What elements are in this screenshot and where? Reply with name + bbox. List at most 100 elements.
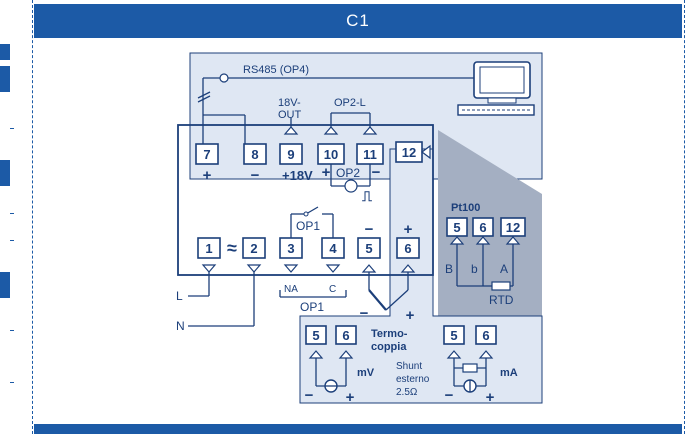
shunt-label-line1: Shunt — [396, 361, 422, 372]
shunt-label-line3: 2.5Ω — [396, 387, 418, 398]
side-tick — [10, 330, 14, 331]
op2l-label: OP2-L — [334, 97, 366, 109]
op1-label: OP1 — [300, 300, 324, 314]
pt100-a-label: A — [500, 262, 508, 276]
pulse-icon: ⎍ — [362, 188, 372, 204]
terminal-4-label: 4 — [329, 241, 337, 256]
terminal-12-label: 12 — [402, 145, 416, 160]
page-title: C1 — [346, 11, 370, 30]
page-frame — [32, 0, 685, 434]
terminal-arrow — [283, 126, 299, 135]
terminal-11-label: 11 — [363, 147, 377, 162]
terminal-arrow — [201, 264, 217, 273]
shunt-resistor-icon — [462, 363, 478, 373]
line-n-label: N — [176, 319, 185, 333]
pt100-terminal-6 — [472, 217, 494, 237]
terminal-arrow — [362, 126, 378, 135]
terminal-9 — [279, 143, 303, 165]
ma-unit-label: mA — [500, 367, 518, 379]
plus-sign: + — [203, 167, 212, 184]
minus-sign: − — [360, 305, 369, 322]
pt100-title: Pt100 — [451, 202, 480, 214]
na-label: NA — [284, 284, 298, 295]
terminal-2-label: 2 — [250, 241, 257, 256]
terminal-7-label: 7 — [203, 147, 210, 162]
minus-sign: − — [251, 167, 260, 184]
plus-sign: + — [404, 221, 413, 238]
terminal-3 — [279, 237, 303, 259]
shunt-label-line2: esterno — [396, 374, 430, 385]
terminal-arrow — [323, 126, 339, 135]
terminal-6-label: 6 — [404, 241, 411, 256]
controller-body — [177, 124, 434, 276]
mv-terminal-5 — [305, 325, 327, 345]
mv-terminal-6 — [335, 325, 357, 345]
plus-sign: + — [346, 389, 355, 406]
side-tab-1 — [0, 44, 10, 60]
pt100-terminal-12-label: 12 — [506, 220, 520, 235]
pt100-terminal-6-label: 6 — [479, 220, 486, 235]
terminal-9-label: 9 — [287, 147, 294, 162]
line-l-label: L — [176, 289, 183, 303]
terminal-1-label: 1 — [205, 241, 212, 256]
op1-relay-label: OP1 — [296, 219, 320, 233]
ma-terminal-5-label: 5 — [450, 328, 457, 343]
side-tick — [10, 382, 14, 383]
plus-sign: + — [486, 389, 495, 406]
side-tick — [10, 213, 14, 214]
terminal-2 — [242, 237, 266, 259]
out18-label-line1: 18V- — [278, 97, 301, 109]
terminal-4 — [321, 237, 345, 259]
mv-terminal-6-label: 6 — [342, 328, 349, 343]
terminal-1 — [197, 237, 221, 259]
bus-connector-icon — [219, 73, 229, 83]
terminal-8-label: 8 — [251, 147, 258, 162]
mv-unit-label: mV — [357, 367, 375, 379]
plus-sign: + — [322, 164, 331, 181]
terminal-arrow — [325, 264, 341, 273]
ac-symbol: ≈ — [227, 238, 237, 258]
pt100-terminal-5 — [446, 217, 468, 237]
terminal-arrow — [421, 144, 431, 160]
ma-terminal-6 — [475, 325, 497, 345]
ma-terminal-6-label: 6 — [482, 328, 489, 343]
terminal-8 — [243, 143, 267, 165]
terminal-arrow — [283, 264, 299, 273]
op2-source-icon — [344, 179, 358, 193]
relay-contact-icon — [303, 211, 309, 217]
plus-sign: + — [406, 307, 415, 324]
c-label: C — [329, 284, 336, 295]
terminal-5-label: 5 — [365, 241, 372, 256]
plus18v-label: +18V — [282, 168, 313, 183]
terminal-3-label: 3 — [287, 241, 294, 256]
pt100-b-lower: b — [471, 262, 478, 276]
minus-sign: − — [372, 164, 381, 181]
terminal-10-label: 10 — [324, 147, 338, 162]
pt100-terminal-12 — [500, 217, 526, 237]
side-tick — [10, 128, 14, 129]
pt100-terminal-5-label: 5 — [453, 220, 460, 235]
side-tab-2 — [0, 66, 10, 92]
footer-bar — [34, 424, 682, 434]
thermocouple-label-line2: coppia — [371, 341, 407, 353]
minus-sign: − — [445, 387, 454, 404]
side-tab-3 — [0, 160, 10, 186]
terminal-5 — [357, 237, 381, 259]
minus-sign: − — [305, 387, 314, 404]
out18-label-line2: OUT — [278, 109, 302, 121]
side-tick — [10, 240, 14, 241]
terminal-arrow — [246, 264, 262, 273]
bus-label: RS485 (OP4) — [243, 64, 309, 76]
thermocouple-label-line1: Termo- — [371, 328, 408, 340]
side-tab-4 — [0, 272, 10, 298]
terminal-7 — [195, 143, 219, 165]
rtd-resistor-icon — [491, 281, 511, 291]
mv-terminal-5-label: 5 — [312, 328, 319, 343]
terminal-arrow — [361, 264, 377, 273]
minus-sign: − — [365, 221, 374, 238]
header-bar: C1 — [34, 4, 682, 38]
terminal-6 — [396, 237, 420, 259]
ma-terminal-5 — [443, 325, 465, 345]
rtd-label: RTD — [489, 293, 514, 307]
